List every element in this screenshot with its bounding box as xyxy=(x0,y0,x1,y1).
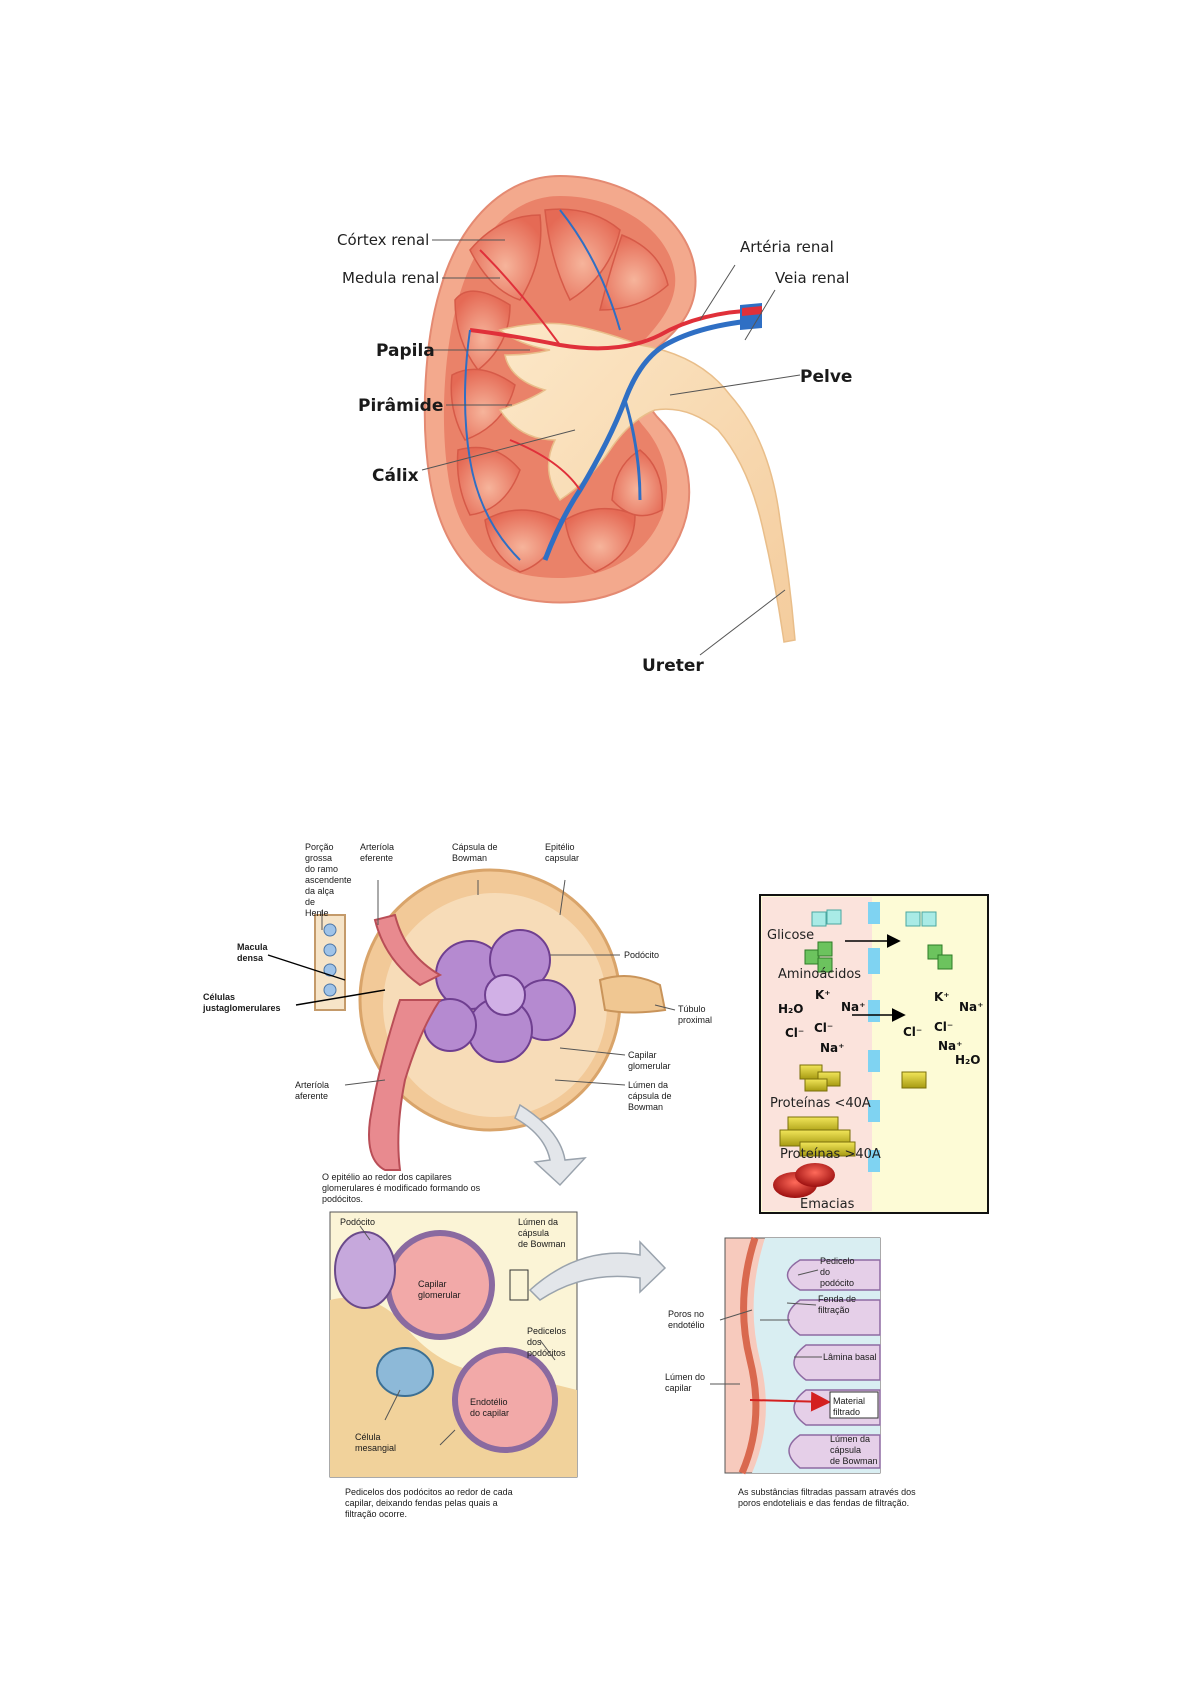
filtration-box: Glicose Aminoácidos K⁺ Na⁺ H₂O Cl⁻ Cl⁻ N… xyxy=(759,894,989,1214)
label-artery: Artéria renal xyxy=(740,238,834,256)
ion-right-h2o: H₂O xyxy=(955,1053,981,1067)
membrane-leader-lines xyxy=(710,1269,822,1385)
label-podocyte: Podócito xyxy=(624,950,659,960)
renal-pelvis xyxy=(498,322,796,643)
ion-right-cl-1: Cl⁻ xyxy=(903,1025,922,1039)
proximal-tubule xyxy=(598,975,667,1014)
kidney-leader-lines xyxy=(421,239,801,656)
filtration-arrow xyxy=(749,1391,831,1412)
ion-left-k: K⁺ xyxy=(815,988,831,1002)
label-medulla: Medula renal xyxy=(342,269,439,287)
label-pelvis: Pelve xyxy=(800,367,852,387)
glomerulus-leader-lines xyxy=(267,879,676,1086)
ion-right-na: Na⁺ xyxy=(959,1000,983,1014)
ion-left-h2o: H₂O xyxy=(778,1002,804,1016)
label-glucose: Glicose xyxy=(767,928,814,943)
membrane-caption: As substâncias filtradas passam através … xyxy=(738,1487,916,1508)
filtered-material-box xyxy=(829,1391,879,1419)
afferent-arteriole xyxy=(368,999,442,1171)
label-red-cells: Emacias xyxy=(800,1197,855,1212)
ion-left-cl-1: Cl⁻ xyxy=(785,1026,804,1040)
efferent-arteriole xyxy=(373,913,443,987)
glucose-molecules xyxy=(811,909,937,927)
podocyte-caption: Pedicelos dos podócitos ao redor de cada… xyxy=(345,1487,513,1519)
red-blood-cells xyxy=(773,1163,835,1198)
label-basal: Lâmina basal xyxy=(823,1352,877,1362)
small-protein-molecules xyxy=(799,1064,927,1092)
label-papilla: Papila xyxy=(376,341,435,361)
label-vein: Veia renal xyxy=(775,269,849,287)
mesangial-cell xyxy=(376,1347,434,1397)
ion-right-cl-2: Cl⁻ xyxy=(934,1020,953,1034)
renal-vessels xyxy=(464,209,762,561)
label-amino-acids: Aminoácidos xyxy=(778,967,861,982)
label-ureter: Ureter xyxy=(642,656,704,676)
large-protein-molecules xyxy=(779,1116,856,1157)
ion-left-na: Na⁺ xyxy=(841,1000,865,1014)
ion-left-na-2: Na⁺ xyxy=(820,1041,844,1055)
label-pyramid: Pirâmide xyxy=(358,396,443,416)
ion-left-cl-2: Cl⁻ xyxy=(814,1021,833,1035)
membrane-pores xyxy=(868,902,880,1172)
pedicels-detail xyxy=(786,1259,881,1469)
kidney-diagram: Córtex renal Medula renal Papila Pirâmid… xyxy=(337,174,852,676)
endothelium-layer xyxy=(738,1236,760,1475)
zoom-arrow-right xyxy=(528,1240,667,1301)
label-proteins-small: Proteínas <40A xyxy=(770,1096,871,1111)
ion-right-k: K⁺ xyxy=(934,990,950,1004)
glomerular-tuft xyxy=(423,929,576,1063)
capillary-circle-2 xyxy=(452,1347,558,1453)
label-calyx: Cálix xyxy=(372,466,419,486)
pyramids xyxy=(450,208,669,573)
label-proteins-large: Proteínas >40A xyxy=(780,1147,881,1162)
thick-ascending-limb xyxy=(314,914,346,1011)
label-cortex: Córtex renal xyxy=(337,231,429,249)
zoom-arrow-down xyxy=(514,1103,587,1187)
podocyte-leader-lines xyxy=(359,1225,556,1446)
amino-acid-molecules xyxy=(804,941,953,973)
ion-right-na-2: Na⁺ xyxy=(938,1039,962,1053)
label-podocyte-detail: Podócito xyxy=(340,1217,375,1227)
podocyte-cell xyxy=(334,1231,396,1309)
